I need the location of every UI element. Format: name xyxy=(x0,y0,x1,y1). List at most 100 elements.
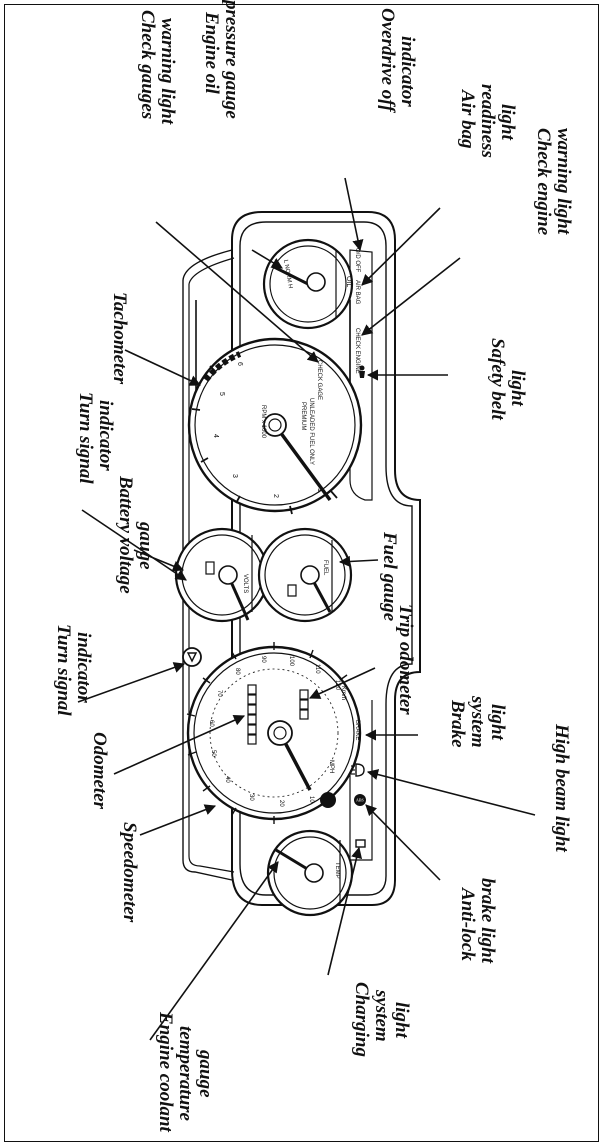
leader-trip-odometer xyxy=(308,667,376,699)
leader-air-bag xyxy=(361,207,441,286)
label-engine-oil-pressure-gauge: Engine oil pressure gauge xyxy=(201,0,242,119)
airbag-label: AIR BAG xyxy=(354,280,360,305)
cluster-bezel-rim-1 xyxy=(239,221,413,896)
mph-tick-110: 110 xyxy=(314,664,320,674)
label-air-bag-readiness-light: Air bag readiness light xyxy=(457,84,518,158)
tach-redline xyxy=(203,351,242,382)
lower-warning-strip xyxy=(349,700,373,861)
tach-tick-2: 2 xyxy=(272,494,279,498)
label-od-line2: indicator xyxy=(397,36,418,107)
label-tachometer-line1: Tachometer xyxy=(109,292,130,385)
speedometer-gauge: 10 20 30 40 50 60 70 80 90 100 110 120 M… xyxy=(186,642,362,824)
tach-tick-marks xyxy=(191,365,338,515)
label-battery-line1: Battery voltage xyxy=(115,475,136,594)
speedo-tick-marks xyxy=(186,642,348,824)
leader-coolant xyxy=(149,861,279,1041)
cluster-bezel-outer xyxy=(231,211,421,906)
label-airbag-line1: Air bag xyxy=(457,89,478,149)
label-brake-line3: light xyxy=(487,704,508,741)
label-overdrive-off-indicator: Overdrive off indicator xyxy=(377,8,418,113)
label-coolant-line3: gauge xyxy=(195,1049,216,1098)
label-check-gauges-line1: Check gauges xyxy=(137,10,158,119)
kmh-label: Km/h xyxy=(340,686,346,700)
mph-tick-50: 50 xyxy=(210,750,216,757)
leader-overdrive-off xyxy=(344,177,364,252)
volts-label: VOLTS xyxy=(242,574,248,593)
label-turn-signal-indicator-left: Turn signal indicator xyxy=(53,624,94,716)
label-engine-coolant-temperature-gauge: Engine coolant temperature gauge xyxy=(155,1011,216,1133)
label-safety-belt-light: Safety belt light xyxy=(487,338,528,421)
fuel-pump-icon xyxy=(287,584,297,597)
leader-oil-pressure xyxy=(251,249,283,269)
turn-signal-left-indicator xyxy=(182,647,202,667)
mph-tick-70: 70 xyxy=(216,690,222,697)
label-odometer: Odometer xyxy=(89,732,110,810)
label-brake-system-light: Brake system light xyxy=(447,695,508,748)
mph-tick-30: 30 xyxy=(248,794,254,801)
label-turn-left-line2: indicator xyxy=(73,632,94,703)
label-battery-line2: gauge xyxy=(135,521,156,570)
label-turn-right-line1: Turn signal xyxy=(75,392,96,484)
leader-turn-right xyxy=(81,509,187,581)
warning-light-strip xyxy=(349,249,373,501)
figure-frame xyxy=(4,4,599,1142)
high-beam-icon xyxy=(351,763,365,777)
tach-needle xyxy=(273,423,332,502)
label-speedometer: Speedometer xyxy=(119,822,140,923)
leader-check-gauges xyxy=(155,221,319,363)
battery-icon xyxy=(205,561,215,575)
mph-label: MPH xyxy=(328,760,334,773)
label-safety-belt-line1: Safety belt xyxy=(487,338,508,421)
label-check-engine-warning-light: Check engine warning light xyxy=(533,128,574,236)
label-abs-line1: Anti-lock xyxy=(457,887,478,961)
label-high-beam-line1: High beam light xyxy=(551,723,572,852)
label-charging-line2: system xyxy=(371,989,392,1042)
oil-label: OIL xyxy=(345,276,352,287)
leader-tachometer xyxy=(124,349,202,386)
tach-tick-3: 3 xyxy=(231,474,238,478)
label-battery-voltage-gauge: Battery voltage gauge xyxy=(115,475,156,594)
label-coolant-line2: temperature xyxy=(175,1026,196,1122)
temp-label: TEMP xyxy=(334,862,340,879)
label-brake-line1: Brake xyxy=(447,699,468,748)
tach-tick-4: 4 xyxy=(212,434,219,438)
leader-charging xyxy=(327,846,363,976)
odometer-display xyxy=(247,684,257,745)
label-oil-line2: pressure gauge xyxy=(221,0,242,119)
abs-label: ABS xyxy=(356,798,364,803)
label-fuel-gauge: Fuel gauge xyxy=(379,531,400,622)
tach-tick-1: 1 xyxy=(316,488,323,492)
label-odometer-line1: Odometer xyxy=(89,732,110,810)
label-coolant-line1: Engine coolant xyxy=(155,1011,176,1133)
label-trip-line1: Trip odometer xyxy=(395,604,416,715)
label-check-gauges-line2: warning light xyxy=(157,18,178,125)
label-charging-line3: light xyxy=(391,1002,412,1039)
callout-labels: Engine oil pressure gauge Check gauges w… xyxy=(53,0,574,1133)
trip-odometer-display xyxy=(299,689,309,720)
mph-tick-100: 100 xyxy=(288,656,294,667)
oil-needle xyxy=(271,264,309,286)
tach-tick-5: 5 xyxy=(218,392,225,396)
label-turn-left-line1: Turn signal xyxy=(53,624,74,716)
tach-notice-1: PREMIUM xyxy=(300,402,306,430)
fuel-label: FUEL xyxy=(322,560,328,576)
cluster-bezel-rim-2 xyxy=(182,280,233,881)
fuel-gauge: FUEL xyxy=(257,527,353,623)
label-check-engine-line2: warning light xyxy=(553,128,574,235)
brake-label: BRAKE xyxy=(354,720,360,740)
label-airbag-line3: light xyxy=(497,104,518,141)
label-trip-odometer: Trip odometer xyxy=(395,604,416,715)
leader-fuel xyxy=(338,555,379,568)
label-tachometer: Tachometer xyxy=(109,292,130,385)
mph-tick-60: 60 xyxy=(208,720,214,727)
label-speedometer-line1: Speedometer xyxy=(119,822,140,923)
label-airbag-line2: readiness xyxy=(477,84,498,158)
coolant-temperature-gauge: TEMP xyxy=(266,829,354,917)
leader-odometer xyxy=(113,714,246,775)
leader-battery xyxy=(133,549,185,572)
label-oil-line1: Engine oil xyxy=(201,11,222,95)
label-charging-line1: Charging xyxy=(351,982,372,1057)
label-abs-line2: brake light xyxy=(477,878,498,964)
leader-high-beam xyxy=(366,769,536,816)
label-fuel-line1: Fuel gauge xyxy=(379,531,400,622)
